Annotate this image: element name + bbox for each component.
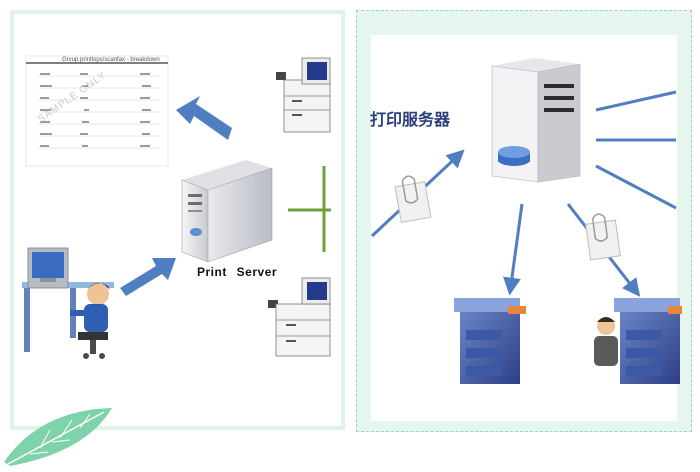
link-out-3 — [595, 164, 677, 210]
server-tower-icon — [491, 58, 581, 183]
copier-icon — [614, 298, 682, 384]
user-at-computer-icon — [22, 247, 114, 359]
arrow-to-report — [176, 96, 232, 140]
report-title: Grvup printlops/scanfax - breakdown — [62, 57, 160, 63]
print-server-cn-label: 打印服务器 — [370, 110, 451, 129]
print-server-label: Print Server — [197, 265, 278, 279]
server-tower-icon — [181, 160, 273, 263]
arrow-to-copier-1 — [503, 203, 524, 296]
copier-icon — [276, 57, 331, 133]
person-icon — [594, 317, 618, 366]
document-clip-icon — [585, 213, 621, 261]
leaf-icon — [4, 408, 112, 466]
report-sheet-icon — [25, 55, 169, 167]
copier-icon — [268, 277, 331, 357]
document-clip-icon — [394, 175, 432, 223]
network-connector — [288, 166, 331, 252]
copier-icon — [454, 298, 526, 384]
link-out-1 — [595, 90, 677, 112]
arrow-to-server — [120, 258, 176, 296]
